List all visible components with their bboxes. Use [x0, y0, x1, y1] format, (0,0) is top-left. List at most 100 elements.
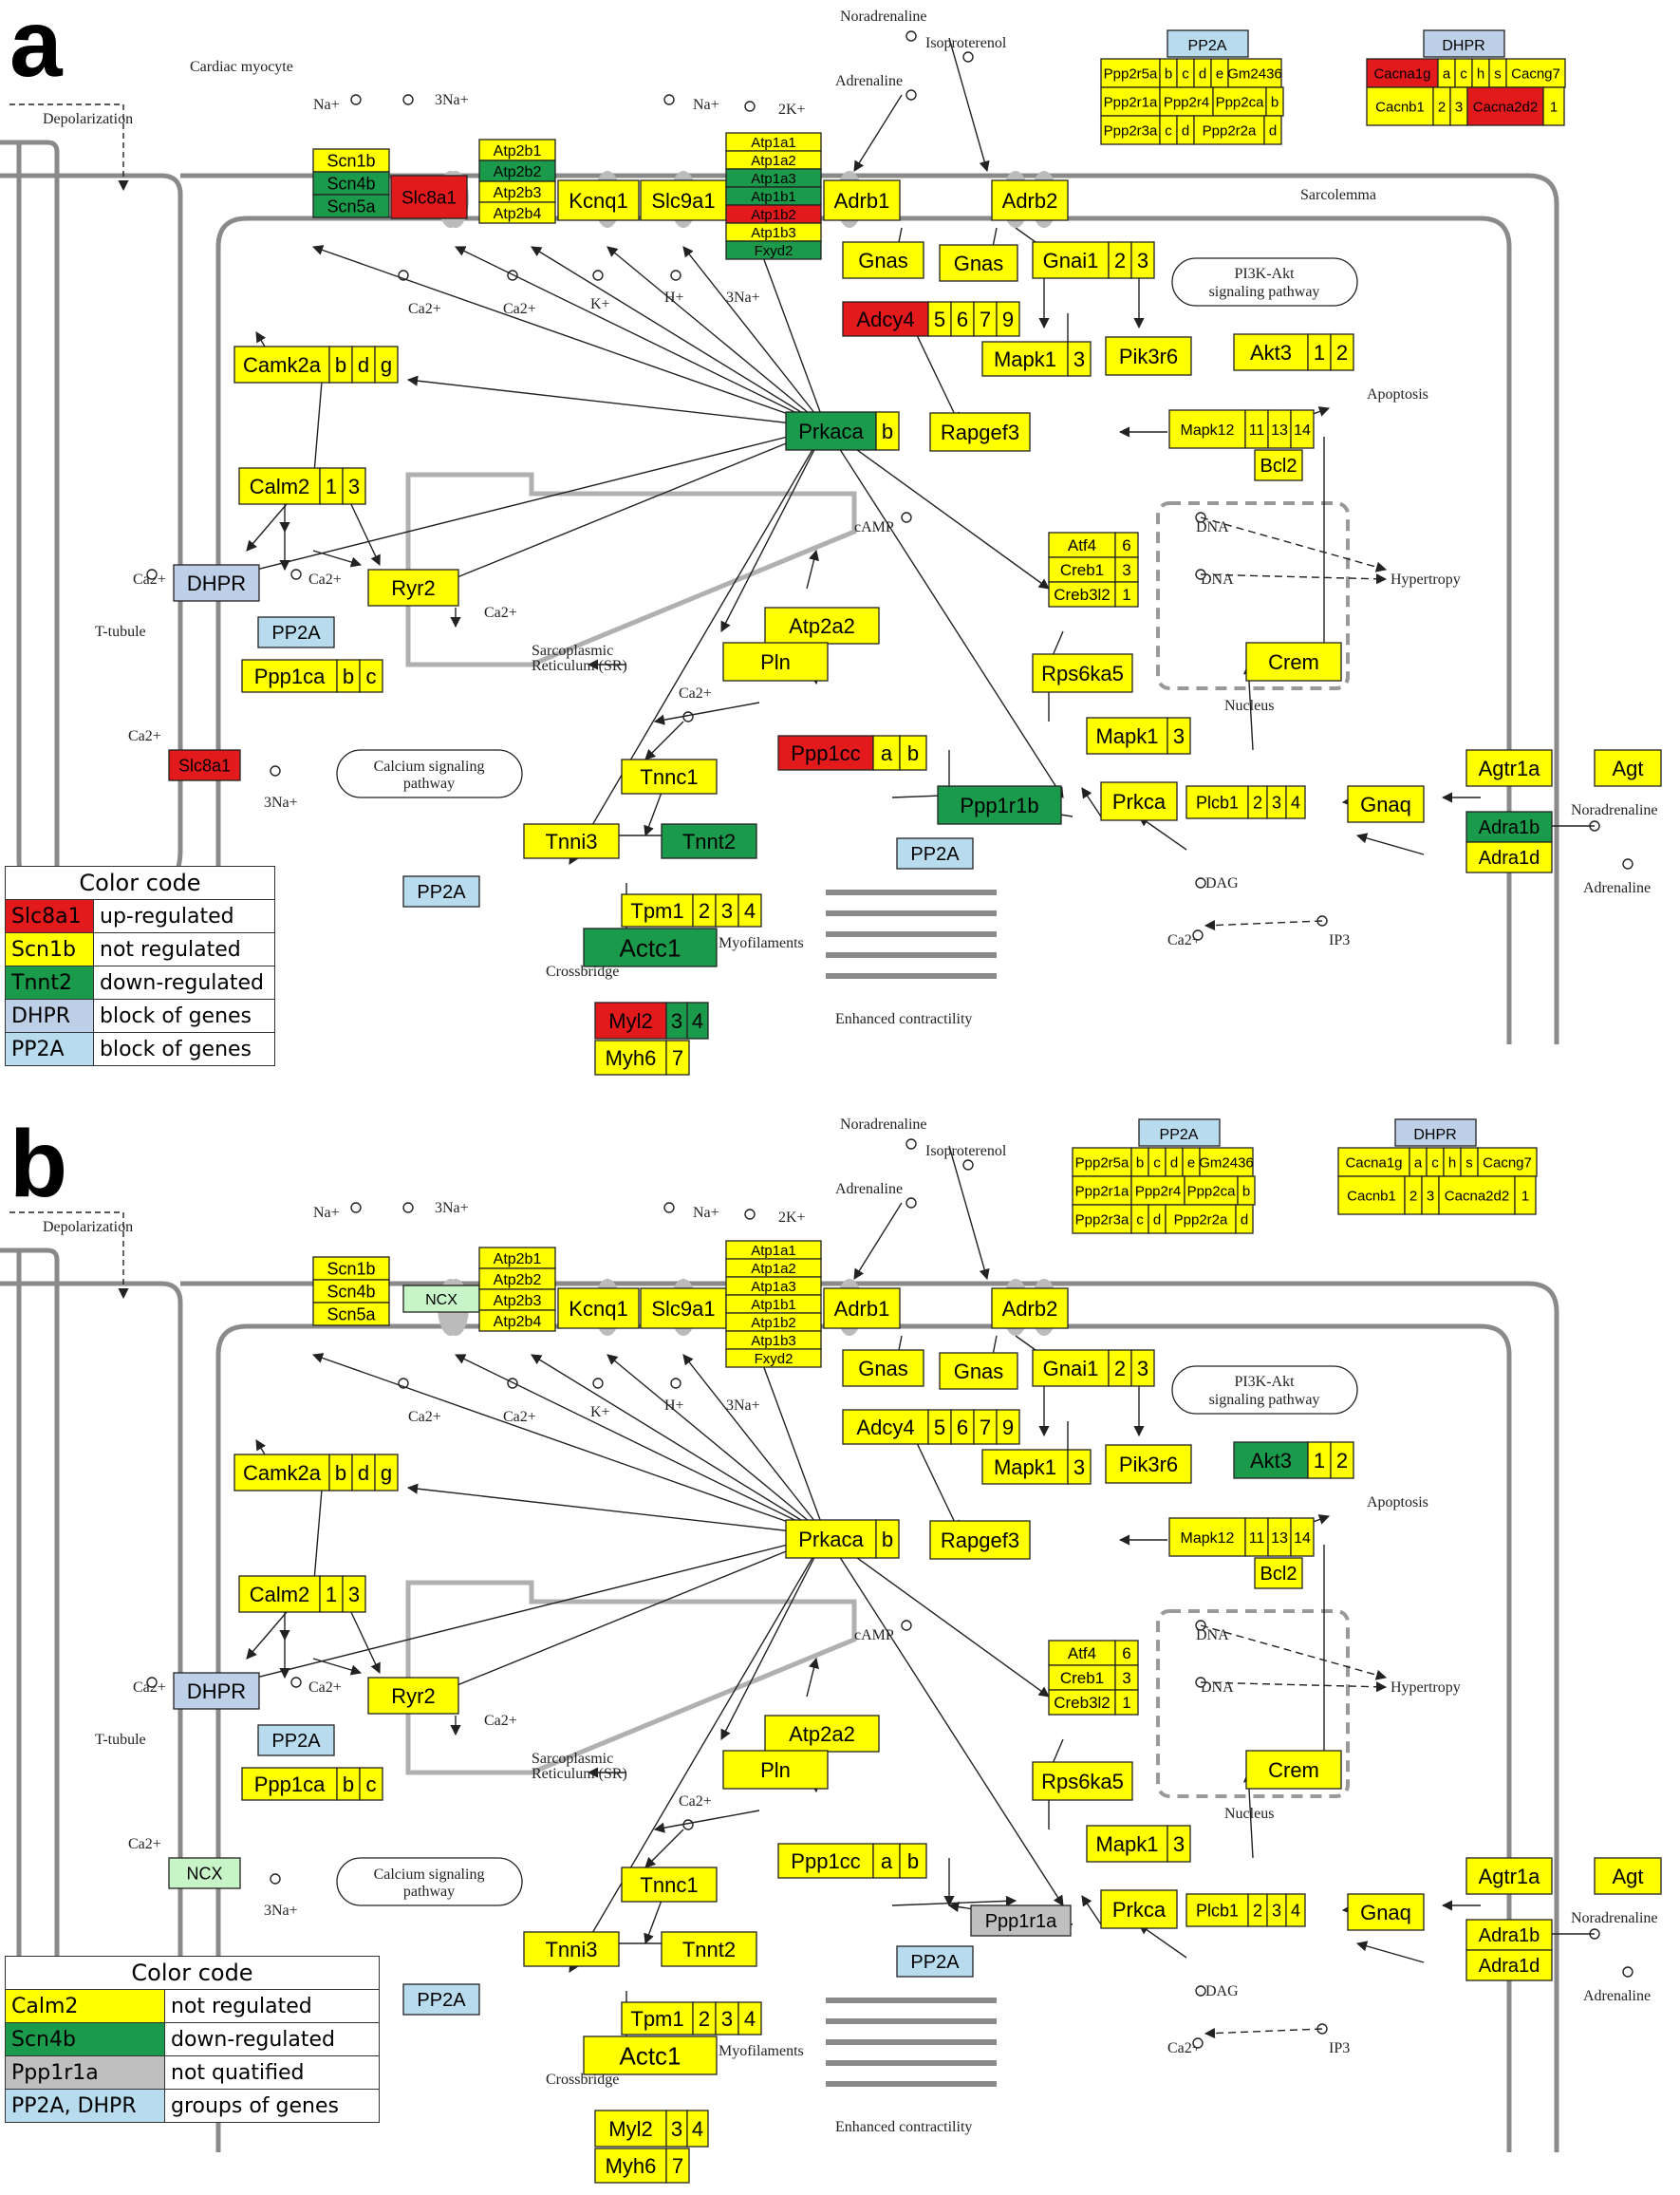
- gene-box[interactable]: [842, 1409, 929, 1445]
- gene-box[interactable]: [1244, 1517, 1269, 1557]
- gene-scn4b[interactable]: Scn4b: [312, 1279, 390, 1304]
- gene-box[interactable]: [1168, 1517, 1246, 1557]
- gene-box[interactable]: [823, 179, 901, 221]
- gene-box[interactable]: [1438, 1175, 1516, 1215]
- gene-box[interactable]: [715, 2001, 739, 2036]
- gene-adrb2[interactable]: Adrb2: [991, 179, 1069, 221]
- gene-box[interactable]: [1067, 341, 1092, 377]
- gene-adra1b[interactable]: Adra1b: [1465, 1919, 1553, 1951]
- gene-box[interactable]: [725, 240, 822, 260]
- gene-box[interactable]: [1465, 1949, 1553, 1981]
- gene-box[interactable]: [1130, 1175, 1185, 1206]
- gene-box[interactable]: [312, 1279, 390, 1304]
- gene-box[interactable]: [402, 1285, 480, 1313]
- gene-gnas-2[interactable]: Gnas: [939, 1352, 1018, 1390]
- pi3k-akt-pathway[interactable]: [1171, 1365, 1358, 1415]
- gene-agtr1a[interactable]: Agtr1a: [1465, 749, 1553, 787]
- gene-box[interactable]: [312, 171, 390, 196]
- gene-atp2b1[interactable]: Atp2b1: [478, 139, 556, 161]
- gene-box[interactable]: [1366, 86, 1434, 126]
- gene-adra1d[interactable]: Adra1d: [1465, 841, 1553, 873]
- gene-box[interactable]: [241, 1767, 338, 1801]
- gene-box[interactable]: [1290, 409, 1315, 449]
- gene-scn1b[interactable]: Scn1b: [312, 148, 390, 173]
- gene-box[interactable]: [1245, 642, 1342, 682]
- gene-box[interactable]: [336, 659, 361, 693]
- gene-atp2b4[interactable]: Atp2b4: [478, 201, 556, 224]
- gene-box[interactable]: [715, 893, 739, 928]
- gene-box[interactable]: [1337, 1175, 1406, 1215]
- gene-ppp1r1a[interactable]: Ppp1r1a: [970, 1904, 1072, 1937]
- pi3k-akt-pathway[interactable]: [1171, 257, 1358, 307]
- gene-box[interactable]: [1167, 1825, 1191, 1863]
- gene-pp2a-1[interactable]: PP2A: [257, 1724, 335, 1756]
- gene-box[interactable]: [970, 1904, 1072, 1937]
- gene-box[interactable]: [896, 1945, 974, 1978]
- gene-atp1b1[interactable]: Atp1b1: [725, 186, 822, 206]
- gene-box[interactable]: [1465, 841, 1553, 873]
- gene-atp1b3[interactable]: Atp1b3: [725, 222, 822, 242]
- gene-box[interactable]: [1366, 58, 1439, 88]
- gene-box[interactable]: [1130, 1349, 1155, 1387]
- gene-box[interactable]: [374, 346, 399, 384]
- gene-box[interactable]: [168, 1857, 241, 1889]
- gene-box[interactable]: [737, 2001, 762, 2036]
- gene-box[interactable]: [238, 1575, 321, 1613]
- gene-prkca[interactable]: Prkca: [1100, 781, 1178, 821]
- gene-box[interactable]: [402, 1983, 480, 2016]
- gene-atp1a2[interactable]: Atp1a2: [725, 150, 822, 170]
- gene-box[interactable]: [996, 1409, 1020, 1445]
- gene-box[interactable]: [1285, 785, 1306, 819]
- gene-kcnq1[interactable]: Kcnq1: [557, 1287, 640, 1329]
- gene-box[interactable]: [621, 759, 718, 795]
- gene-slc9a1[interactable]: Slc9a1: [640, 179, 727, 221]
- gene-box[interactable]: [312, 148, 390, 173]
- gene-box[interactable]: [594, 2110, 667, 2148]
- gene-pik3r6[interactable]: Pik3r6: [1105, 336, 1192, 376]
- gene-atp1b2[interactable]: Atp1b2: [725, 1312, 822, 1332]
- gene-slc9a1[interactable]: Slc9a1: [640, 1287, 727, 1329]
- gene-box[interactable]: [875, 411, 900, 451]
- gene-box[interactable]: [1159, 86, 1214, 117]
- gene-box[interactable]: [996, 301, 1020, 337]
- gene-box[interactable]: [1290, 1517, 1315, 1557]
- gene-ncx[interactable]: NCX: [402, 1285, 480, 1313]
- gene-box[interactable]: [594, 1002, 667, 1040]
- gene-box[interactable]: [1594, 1857, 1662, 1895]
- gene-box[interactable]: [725, 1348, 822, 1368]
- gene-box[interactable]: [1114, 532, 1139, 558]
- gene-box[interactable]: [1130, 241, 1155, 279]
- gene-adra1b[interactable]: Adra1b: [1465, 811, 1553, 843]
- gene-dhpr[interactable]: DHPR: [173, 1672, 260, 1710]
- gene-box[interactable]: [257, 1724, 335, 1756]
- gene-crem[interactable]: Crem: [1245, 642, 1342, 682]
- gene-box[interactable]: [402, 875, 480, 908]
- gene-atp1a1[interactable]: Atp1a1: [725, 132, 822, 152]
- gene-pik3r6[interactable]: Pik3r6: [1105, 1444, 1192, 1484]
- gene-box[interactable]: [1184, 1175, 1239, 1206]
- gene-box[interactable]: [1245, 1750, 1342, 1790]
- gene-tnni3[interactable]: Tnni3: [523, 1931, 620, 1967]
- gene-atp2b3[interactable]: Atp2b3: [478, 180, 556, 203]
- gene-box[interactable]: [872, 735, 901, 771]
- gene-box[interactable]: [359, 1767, 383, 1801]
- gene-tnnt2[interactable]: Tnnt2: [661, 1931, 757, 1967]
- gene-box[interactable]: [722, 1750, 829, 1790]
